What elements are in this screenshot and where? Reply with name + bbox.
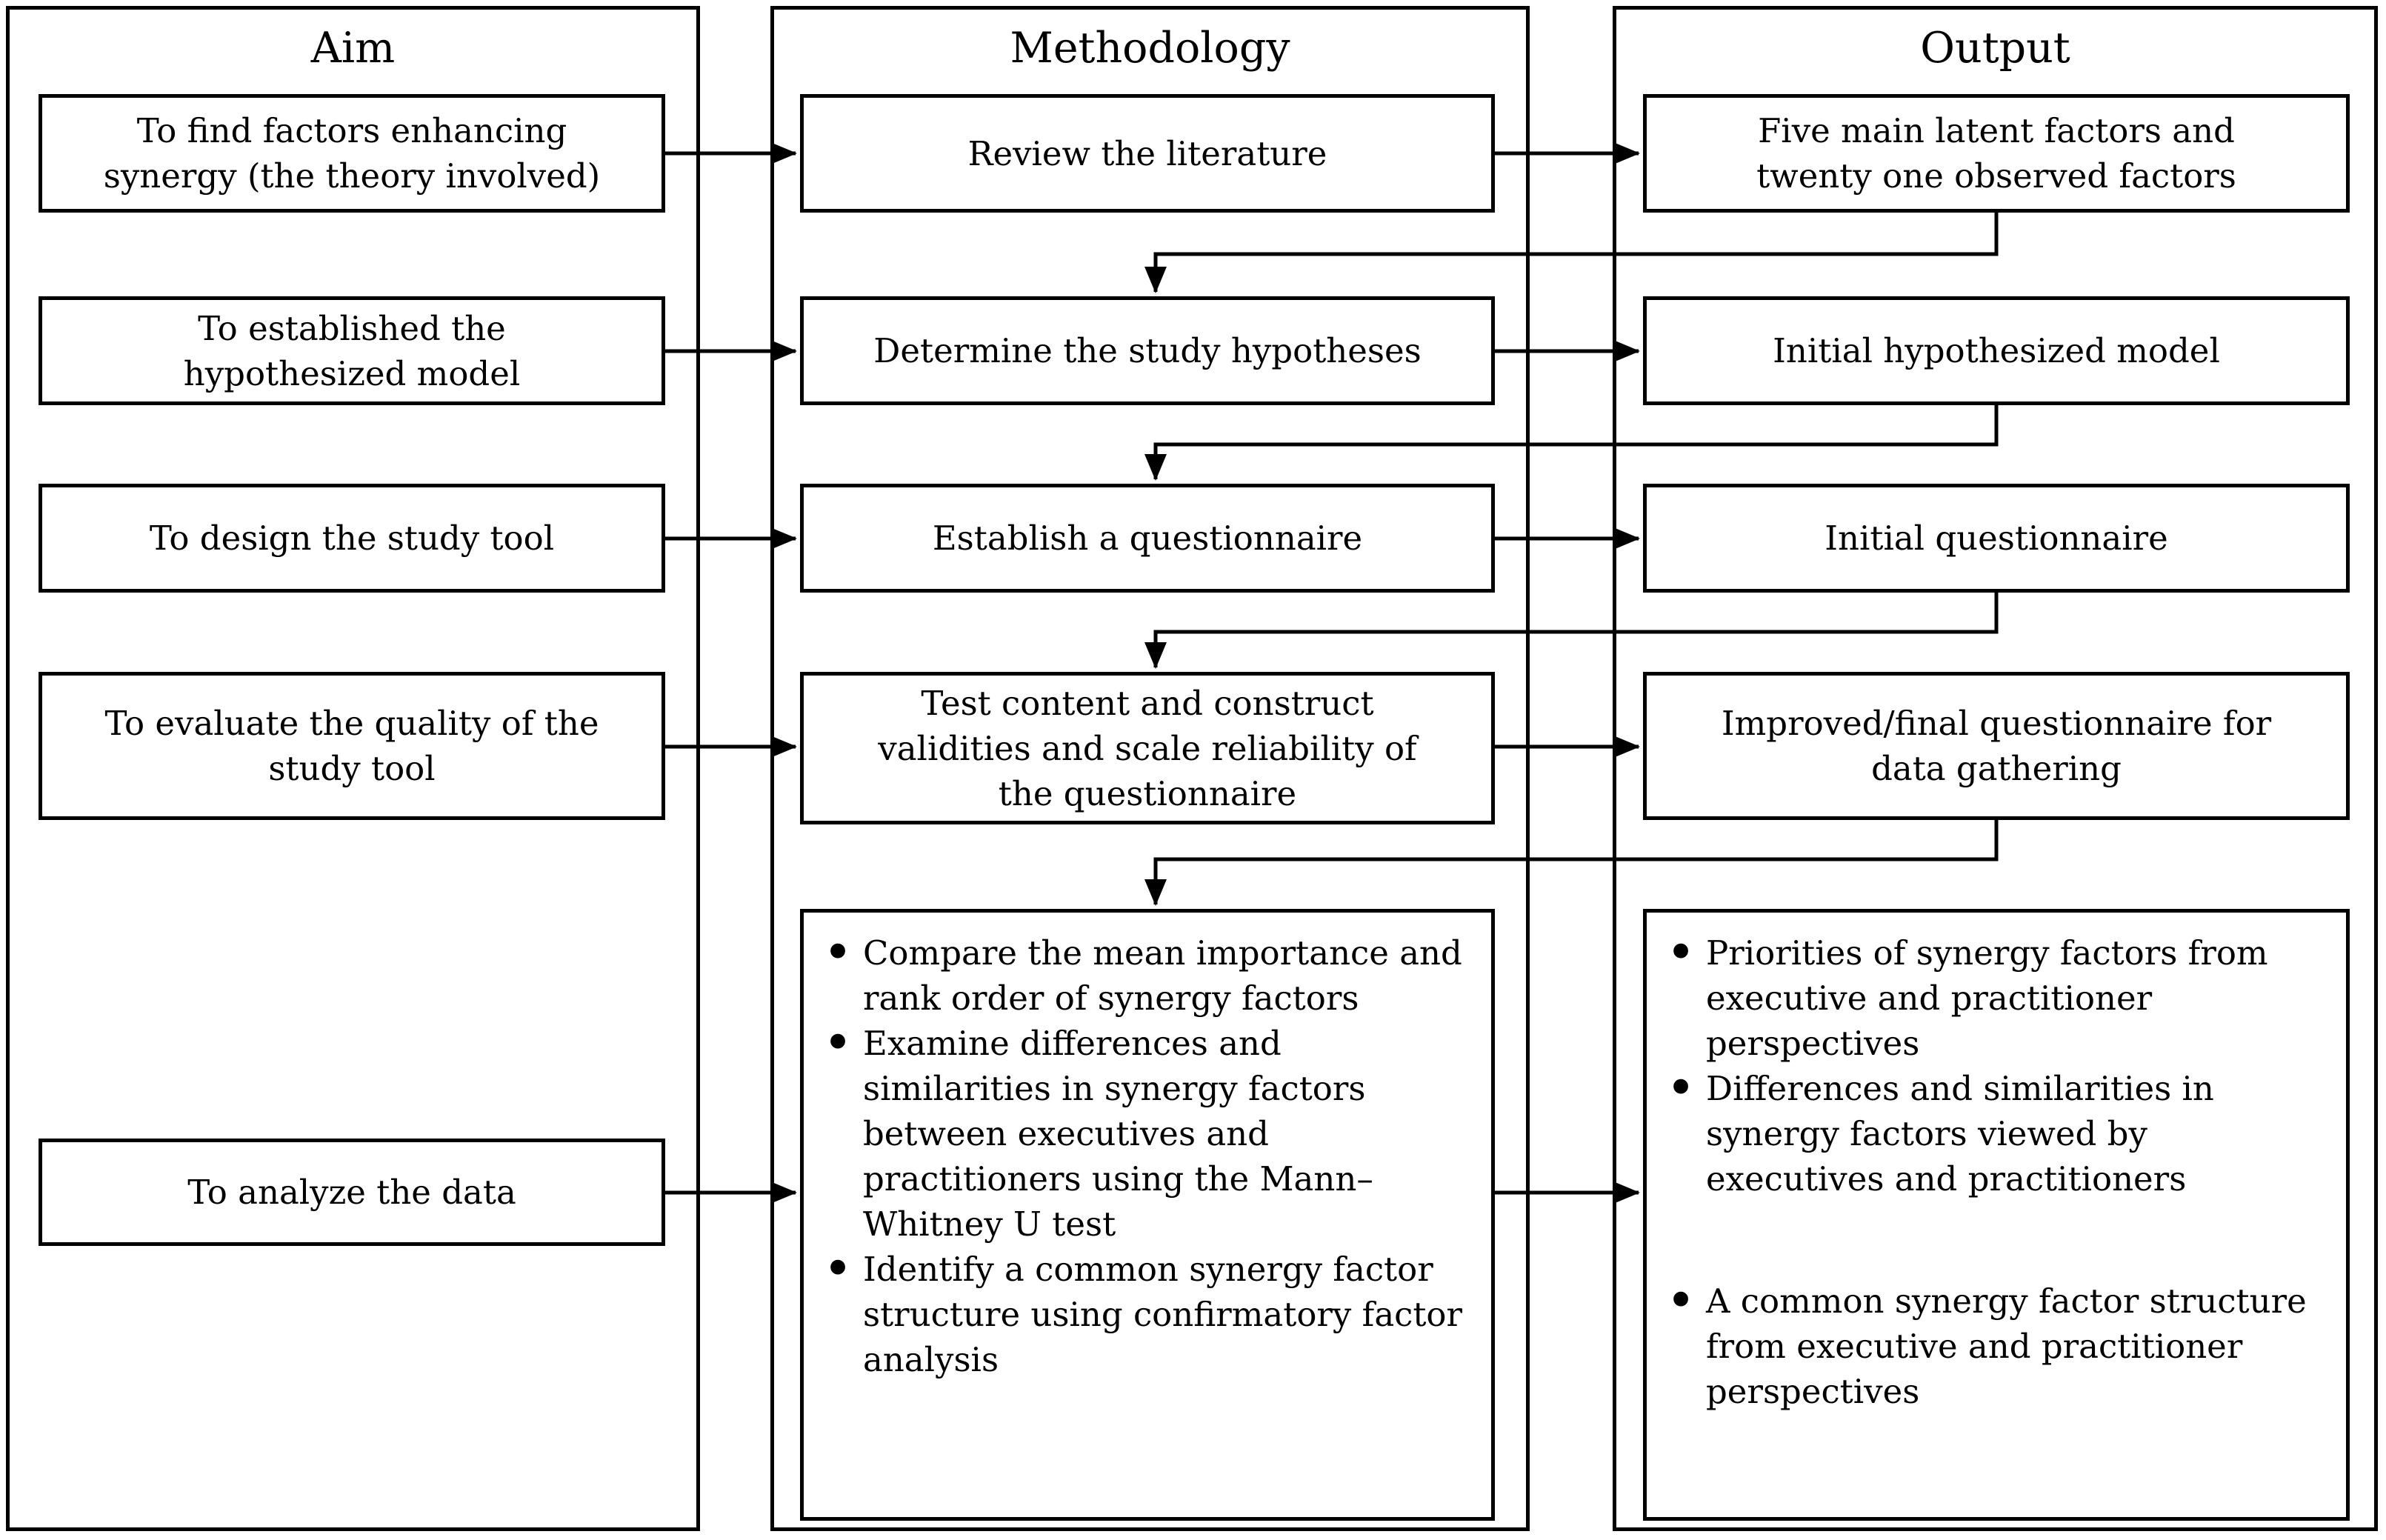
methodology-box-review-literature: Review the literature <box>800 94 1495 213</box>
methodology-box-analysis-steps: Compare the mean importance and rank ord… <box>800 909 1495 1521</box>
header-aim: Aim <box>310 24 396 73</box>
output-box-results: Priorities of synergy factors from execu… <box>1643 909 2350 1521</box>
output-bullet-list: Priorities of synergy factors from execu… <box>1647 930 2328 1414</box>
list-item: A common synergy factor structure from e… <box>1647 1279 2328 1414</box>
aim-box-evaluate-quality: To evaluate the quality of the study too… <box>39 672 665 820</box>
output-box-initial-model: Initial hypothesized model <box>1643 296 2350 405</box>
output-box-initial-questionnaire: Initial questionnaire <box>1643 484 2350 593</box>
aim-box-design-tool: To design the study tool <box>39 484 665 593</box>
list-item: Priorities of synergy factors from execu… <box>1647 930 2328 1066</box>
methodology-box-test-validities: Test content and construct validities an… <box>800 672 1495 824</box>
list-item: Compare the mean importance and rank ord… <box>804 930 1473 1021</box>
aim-box-hypothesized-model: To established the hypothesized model <box>39 296 665 405</box>
output-box-final-questionnaire: Improved/final questionnaire for data ga… <box>1643 672 2350 820</box>
header-methodology: Methodology <box>1010 24 1290 73</box>
list-item: Examine differences and similarities in … <box>804 1021 1473 1247</box>
list-item: Differences and similarities in synergy … <box>1647 1066 2328 1201</box>
aim-box-find-factors: To find factors enhancing synergy (the t… <box>39 94 665 213</box>
methodology-box-determine-hypotheses: Determine the study hypotheses <box>800 296 1495 405</box>
column-output <box>1613 6 2378 1531</box>
aim-box-analyze-data: To analyze the data <box>39 1139 665 1246</box>
column-aim <box>6 6 700 1531</box>
output-box-latent-factors: Five main latent factors and twenty one … <box>1643 94 2350 213</box>
column-methodology <box>770 6 1530 1531</box>
header-output: Output <box>1920 24 2070 73</box>
methodology-bullet-list: Compare the mean importance and rank ord… <box>804 930 1473 1382</box>
list-item: Identify a common synergy factor structu… <box>804 1247 1473 1382</box>
methodology-box-establish-questionnaire: Establish a questionnaire <box>800 484 1495 593</box>
